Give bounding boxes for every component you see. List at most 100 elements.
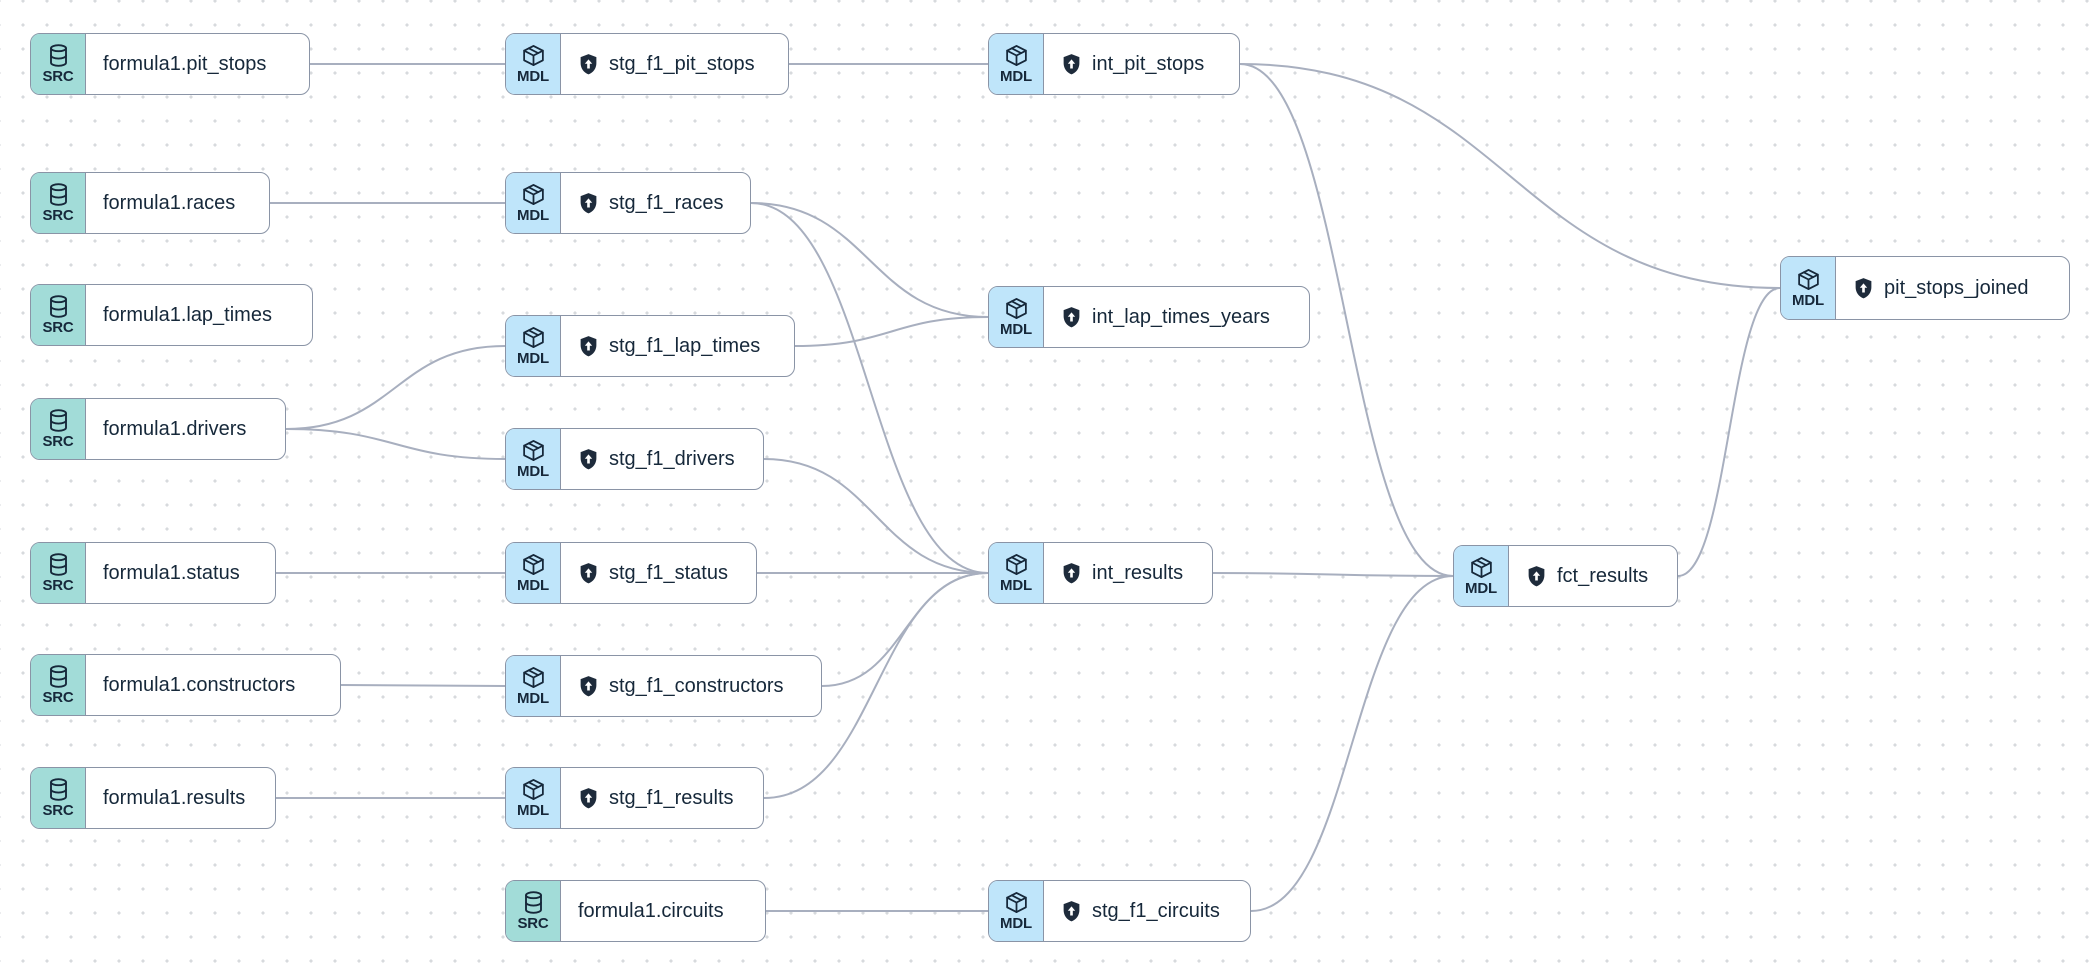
cube-icon bbox=[521, 182, 546, 207]
lineage-node-int_results[interactable]: MDL int_results bbox=[988, 542, 1213, 604]
shield-icon bbox=[578, 562, 599, 585]
node-type-badge: MDL bbox=[506, 316, 561, 376]
node-type-badge: MDL bbox=[506, 768, 561, 828]
node-label: formula1.pit_stops bbox=[103, 52, 267, 75]
node-type-label: SRC bbox=[42, 801, 74, 819]
edge-stg_drivers-int_results bbox=[763, 458, 989, 574]
node-label: formula1.constructors bbox=[103, 673, 296, 696]
cube-icon bbox=[521, 777, 546, 802]
database-icon bbox=[46, 664, 71, 689]
node-body: stg_f1_constructors bbox=[561, 656, 821, 716]
lineage-node-stg_races[interactable]: MDL stg_f1_races bbox=[505, 172, 751, 234]
cube-icon bbox=[521, 438, 546, 463]
edge-int_results-fct_results bbox=[1212, 572, 1454, 577]
node-type-label: MDL bbox=[517, 689, 549, 707]
node-label: stg_f1_pit_stops bbox=[609, 52, 755, 75]
lineage-node-stg_drivers[interactable]: MDL stg_f1_drivers bbox=[505, 428, 764, 490]
node-body: formula1.circuits bbox=[561, 881, 765, 941]
node-type-label: MDL bbox=[1000, 320, 1032, 338]
node-body: formula1.status bbox=[86, 543, 275, 603]
node-body: stg_f1_races bbox=[561, 173, 750, 233]
node-type-label: MDL bbox=[517, 462, 549, 480]
lineage-node-src_circuits[interactable]: SRC formula1.circuits bbox=[505, 880, 766, 942]
node-body: stg_f1_results bbox=[561, 768, 763, 828]
lineage-node-stg_constructors[interactable]: MDL stg_f1_constructors bbox=[505, 655, 822, 717]
node-type-badge: SRC bbox=[31, 655, 86, 715]
cube-icon bbox=[1004, 552, 1029, 577]
node-type-label: MDL bbox=[517, 206, 549, 224]
cube-icon bbox=[521, 43, 546, 68]
node-type-badge: MDL bbox=[506, 656, 561, 716]
lineage-node-src_status[interactable]: SRC formula1.status bbox=[30, 542, 276, 604]
node-label: int_results bbox=[1092, 561, 1184, 584]
node-type-label: MDL bbox=[1000, 67, 1032, 85]
node-type-badge: MDL bbox=[506, 173, 561, 233]
edge-src_drivers-stg_drivers bbox=[285, 428, 506, 460]
edge-src_constructors-stg_constructors bbox=[340, 684, 506, 687]
node-type-label: MDL bbox=[1792, 291, 1824, 309]
node-type-badge: SRC bbox=[31, 399, 86, 459]
database-icon bbox=[46, 552, 71, 577]
node-type-badge: MDL bbox=[989, 881, 1044, 941]
cube-icon bbox=[1469, 555, 1494, 580]
shield-icon bbox=[1853, 277, 1874, 300]
node-body: formula1.constructors bbox=[86, 655, 340, 715]
node-label: fct_results bbox=[1557, 564, 1649, 587]
node-body: formula1.drivers bbox=[86, 399, 285, 459]
lineage-node-int_lap_times_years[interactable]: MDL int_lap_times_years bbox=[988, 286, 1310, 348]
shield-icon bbox=[578, 448, 599, 471]
node-label: stg_f1_drivers bbox=[609, 447, 735, 470]
node-type-label: SRC bbox=[42, 688, 74, 706]
lineage-node-fct_results[interactable]: MDL fct_results bbox=[1453, 545, 1678, 607]
edge-stg_races-int_lap_times_years bbox=[750, 202, 989, 318]
node-body: formula1.pit_stops bbox=[86, 34, 309, 94]
node-body: stg_f1_circuits bbox=[1044, 881, 1250, 941]
lineage-node-src_lap_times[interactable]: SRC formula1.lap_times bbox=[30, 284, 313, 346]
node-type-label: SRC bbox=[42, 206, 74, 224]
node-type-label: SRC bbox=[517, 914, 549, 932]
node-label: stg_f1_circuits bbox=[1092, 899, 1220, 922]
lineage-node-src_constructors[interactable]: SRC formula1.constructors bbox=[30, 654, 341, 716]
edge-int_pit_stops-pit_stops_joined bbox=[1239, 63, 1781, 289]
node-label: stg_f1_constructors bbox=[609, 674, 784, 697]
cube-icon bbox=[521, 325, 546, 350]
cube-icon bbox=[1796, 267, 1821, 292]
database-icon bbox=[46, 408, 71, 433]
shield-icon bbox=[1061, 562, 1082, 585]
node-label: int_lap_times_years bbox=[1092, 305, 1270, 328]
node-type-badge: MDL bbox=[989, 287, 1044, 347]
node-type-badge: MDL bbox=[506, 429, 561, 489]
node-body: stg_f1_pit_stops bbox=[561, 34, 788, 94]
node-type-label: MDL bbox=[1000, 576, 1032, 594]
node-body: stg_f1_drivers bbox=[561, 429, 763, 489]
node-body: fct_results bbox=[1509, 546, 1677, 606]
node-type-badge: SRC bbox=[31, 285, 86, 345]
node-type-label: MDL bbox=[517, 576, 549, 594]
node-type-badge: MDL bbox=[1781, 257, 1836, 319]
database-icon bbox=[46, 43, 71, 68]
node-type-badge: SRC bbox=[31, 543, 86, 603]
node-body: int_results bbox=[1044, 543, 1212, 603]
lineage-node-stg_circuits[interactable]: MDL stg_f1_circuits bbox=[988, 880, 1251, 942]
node-label: formula1.lap_times bbox=[103, 303, 272, 326]
edge-int_pit_stops-fct_results bbox=[1239, 63, 1454, 577]
cube-icon bbox=[521, 665, 546, 690]
lineage-node-pit_stops_joined[interactable]: MDL pit_stops_joined bbox=[1780, 256, 2070, 320]
node-type-label: MDL bbox=[1465, 579, 1497, 597]
node-body: pit_stops_joined bbox=[1836, 257, 2069, 319]
node-body: int_lap_times_years bbox=[1044, 287, 1309, 347]
node-type-badge: MDL bbox=[1454, 546, 1509, 606]
node-type-label: SRC bbox=[42, 576, 74, 594]
cube-icon bbox=[1004, 43, 1029, 68]
